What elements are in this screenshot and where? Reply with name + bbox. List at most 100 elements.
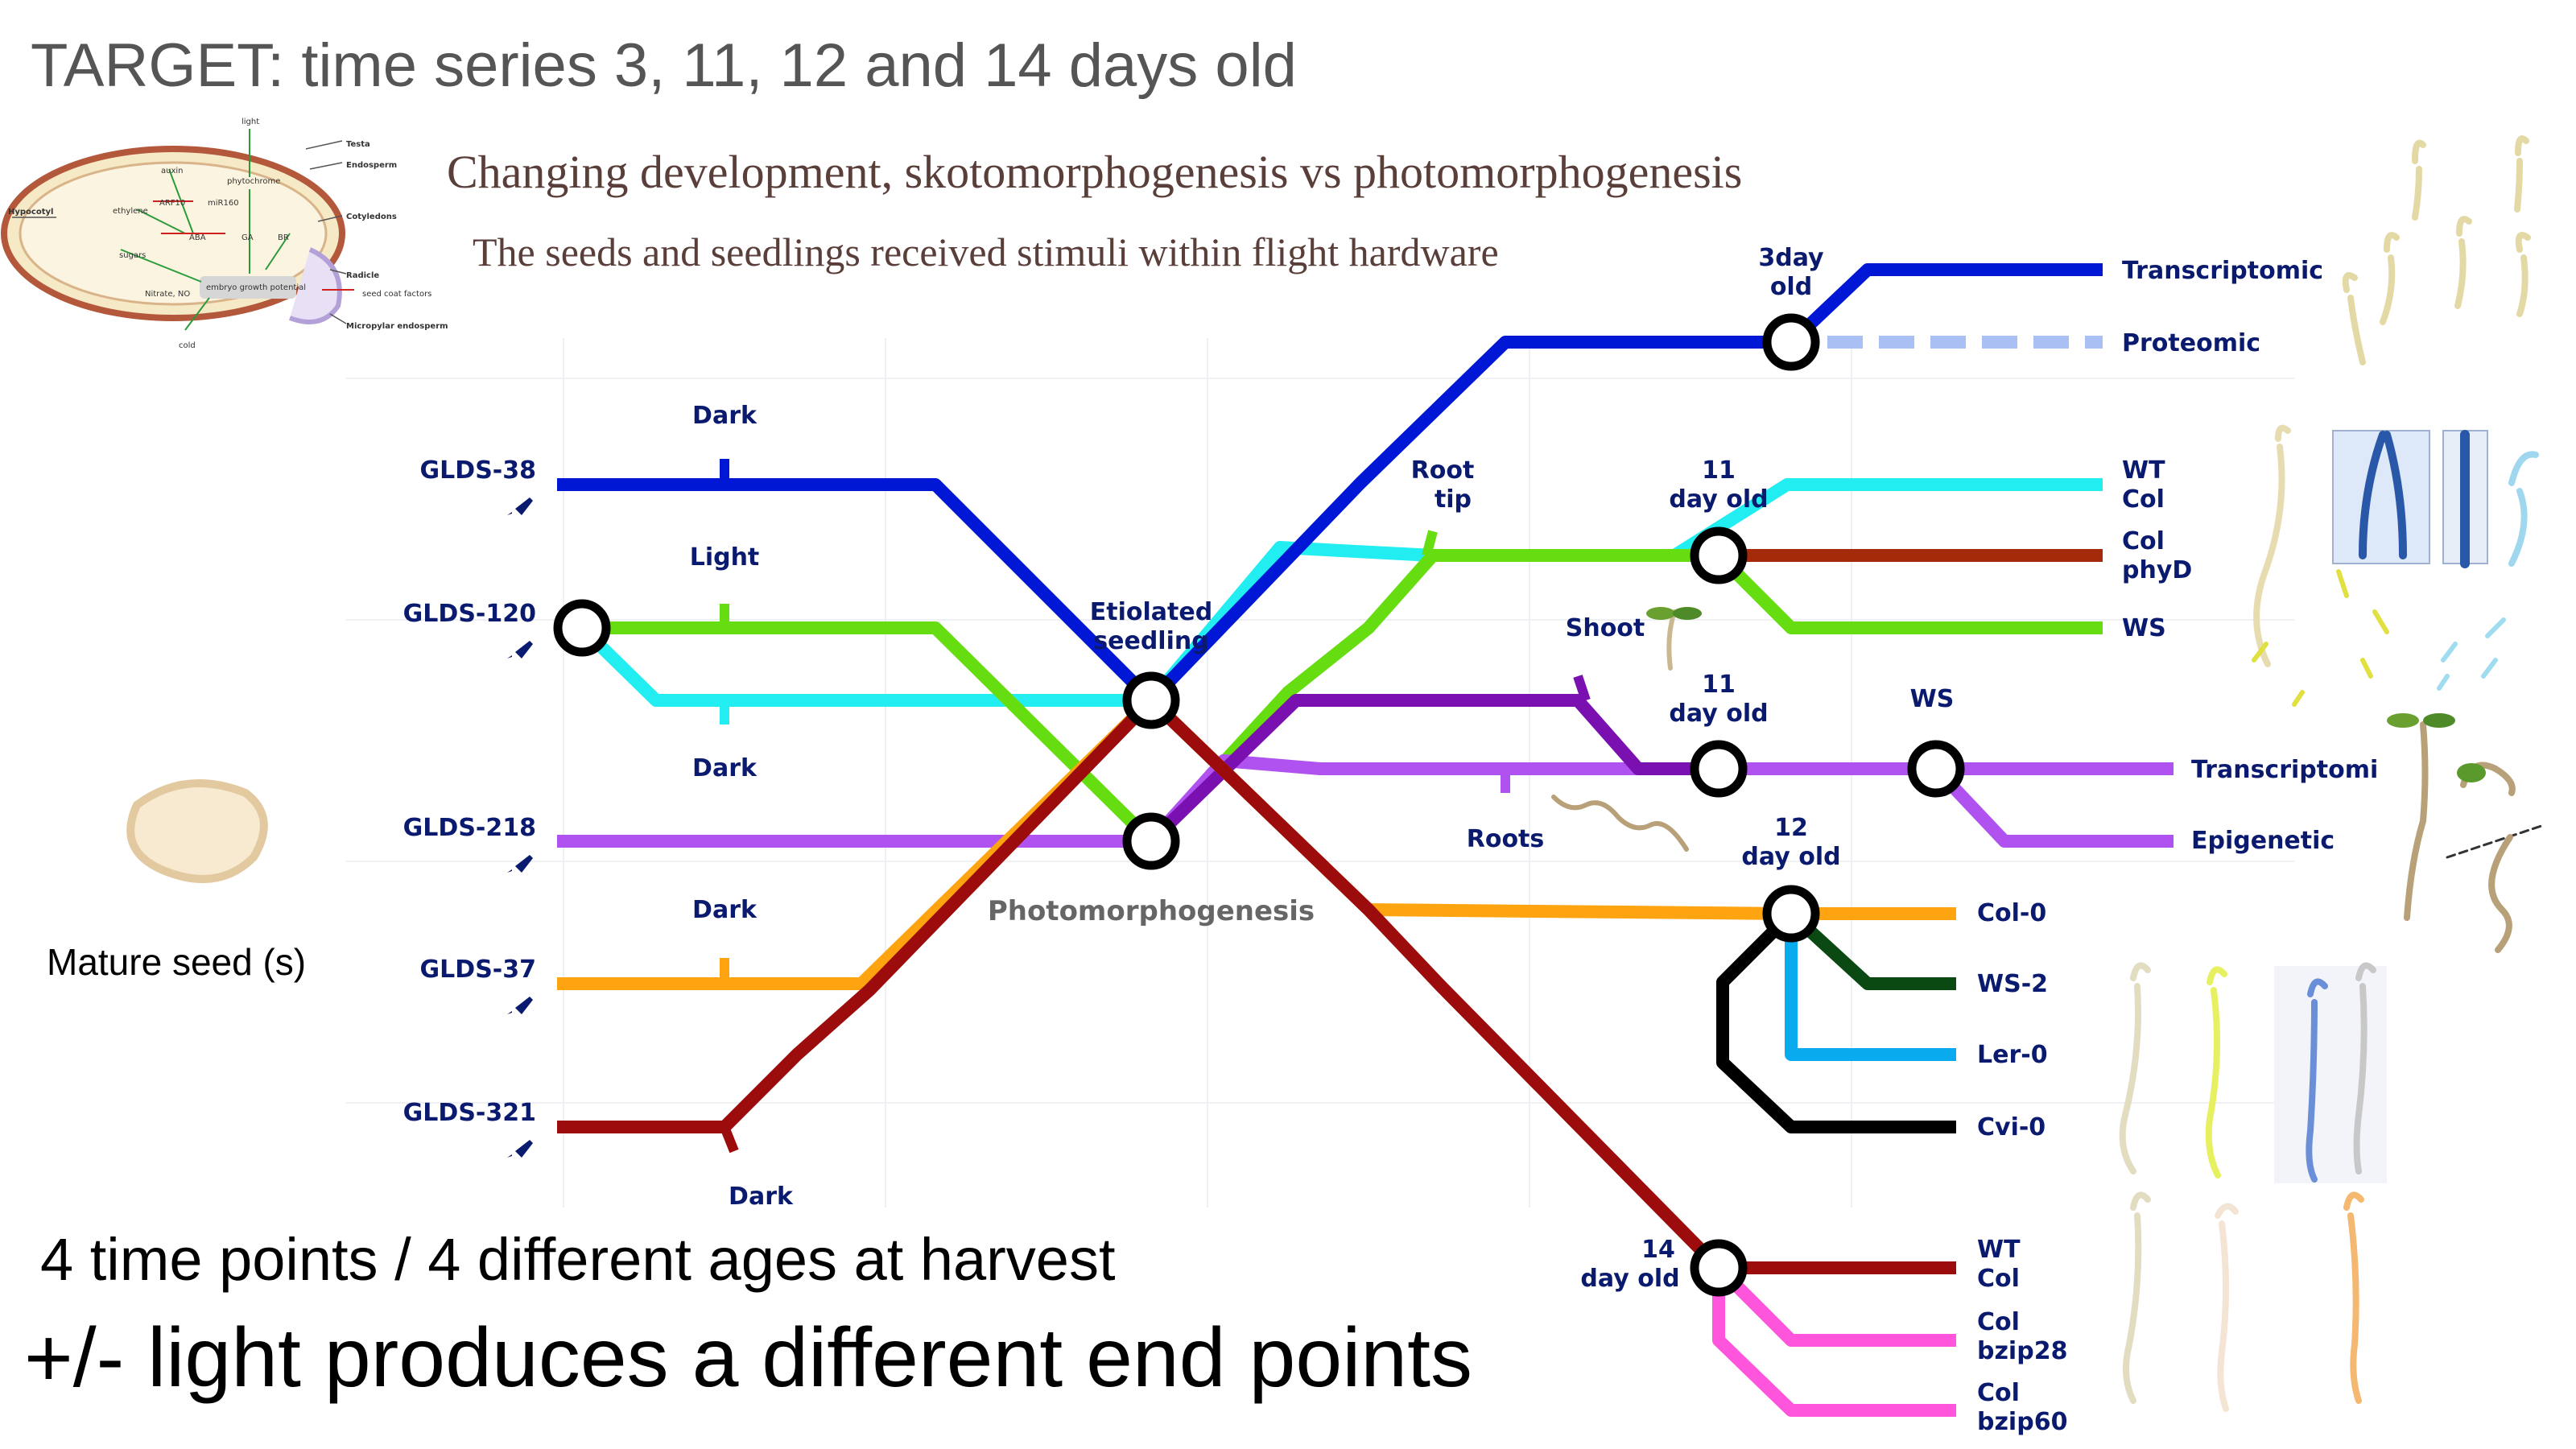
tissue-label-roots: Roots — [1467, 825, 1545, 853]
root-sketch — [1551, 795, 1689, 852]
caption: The seeds and seedlings received stimuli… — [473, 229, 1499, 275]
inset-label: Hypocotyl — [8, 208, 53, 217]
seedling-image — [2508, 451, 2539, 567]
tissue-label-ws: WS — [1910, 685, 1955, 713]
age-label: day old — [1741, 843, 1840, 871]
endpoint-label: Ler-0 — [1977, 1041, 2048, 1069]
inset-label: Radicle — [346, 271, 379, 280]
line-ws2 — [1786, 909, 1956, 990]
inset-label: seed coat factors — [362, 290, 431, 299]
hub-label-photomorphogenesis: Photomorphogenesis — [988, 895, 1315, 927]
station-glds120 — [553, 599, 611, 657]
seed-caption: Mature seed (s) — [47, 941, 307, 983]
inset-label: cold — [179, 341, 196, 350]
inset-label: ABA — [189, 233, 206, 242]
rocket-icon-group — [507, 497, 533, 1158]
dataset-label: GLDS-38 — [420, 456, 536, 485]
radicle-shape — [288, 247, 342, 324]
seedling-image — [2252, 569, 2389, 707]
endpoint-label: Transcriptomic — [2122, 257, 2323, 285]
endpoint-label: WT — [2122, 456, 2165, 485]
condition-dark: Dark — [692, 402, 758, 430]
seedling-images — [2119, 135, 2545, 1412]
seedling-image — [2253, 424, 2291, 667]
rocket-icon — [507, 855, 533, 873]
tick-root-tip — [1422, 530, 1438, 557]
condition-light: Light — [690, 543, 760, 572]
endpoint-label: Col — [2122, 527, 2165, 555]
inset-label: auxin — [161, 167, 184, 175]
age-label: 12 — [1774, 814, 1808, 842]
endpoint-label: WT — [1977, 1236, 2021, 1264]
rocket-icon — [507, 1140, 533, 1158]
endpoint-label: Col-0 — [1977, 899, 2046, 927]
dataset-label: GLDS-120 — [403, 600, 536, 628]
rocket-icon — [507, 641, 533, 658]
inset-label: ethylene — [113, 207, 148, 216]
endpoint-label: Col — [1977, 1308, 2020, 1336]
inset-label: ARF10 — [159, 199, 185, 208]
seed-germination-inset-diagram: light Testa Endosperm Cotyledons Hypocot… — [1, 118, 448, 350]
shoot-leaf — [1646, 607, 1675, 620]
endpoint-label: WS-2 — [1977, 970, 2048, 998]
seedling-image — [2514, 135, 2529, 213]
station-11-day-old-b — [1690, 740, 1748, 798]
age-label: 3day — [1758, 244, 1824, 272]
endpoint-label: bzip60 — [1977, 1408, 2067, 1436]
inset-label: GA — [242, 233, 254, 242]
seedling-image — [2215, 1203, 2239, 1412]
inset-label: sugars — [119, 251, 146, 260]
tissue-label-root: Root — [1411, 456, 1475, 485]
inset-label: miR160 — [208, 199, 239, 208]
footer-line-2: +/- light produces a different end point… — [24, 1311, 1473, 1405]
line-col-bzip60 — [1712, 1268, 1956, 1417]
seedling-image — [2404, 721, 2429, 921]
age-label: day old — [1669, 700, 1768, 728]
endpoint-label: Col — [1977, 1379, 2020, 1407]
inset-label: BR — [278, 233, 289, 242]
endpoint-label: Col — [1977, 1265, 2020, 1293]
station-ws — [1907, 740, 1965, 798]
seedling-image — [2412, 139, 2426, 221]
seedling-panel — [2274, 966, 2387, 1183]
root-tip-micrograph — [2332, 430, 2430, 564]
seedling-image — [2119, 962, 2151, 1174]
inset-label: embryo growth potential — [206, 283, 306, 292]
age-label: 11 — [1702, 456, 1736, 485]
hub-label-etiolated: Etiolated — [1090, 598, 1212, 626]
tick-dark-glds321 — [720, 1125, 739, 1154]
tissue-sketches — [1551, 607, 1702, 852]
rocket-icon — [507, 497, 533, 515]
line-cvi0 — [1716, 909, 1956, 1133]
inset-label: Micropylar endosperm — [346, 322, 448, 331]
root-tip-micrograph — [2359, 431, 2407, 559]
inset-label: Cotyledons — [346, 213, 397, 221]
seedling-image — [2437, 617, 2506, 691]
line-ler0 — [1785, 914, 1956, 1061]
seedling-image — [2123, 1191, 2151, 1404]
seedling-leaf — [2423, 713, 2455, 728]
condition-dark: Dark — [729, 1183, 794, 1211]
age-label: old — [1770, 273, 1812, 301]
seedling-image — [2488, 834, 2513, 953]
seedling-leaf — [2387, 713, 2419, 728]
inset-label: Endosperm — [346, 161, 397, 170]
line-glds120-light — [582, 549, 2103, 848]
seedling-leaf — [2457, 763, 2486, 782]
seedling-image — [2454, 216, 2472, 309]
rocket-icon — [507, 997, 533, 1014]
seedling-image — [2343, 1191, 2364, 1404]
inset-label: Nitrate, NO — [145, 290, 190, 299]
line-col-bzip28 — [1714, 1263, 1956, 1347]
footer-line-1: 4 time points / 4 different ages at harv… — [40, 1226, 1116, 1293]
shoot-sketch — [1666, 609, 1677, 671]
inset-label: phytochrome — [227, 177, 280, 186]
endpoint-label: WS — [2122, 614, 2166, 642]
endpoint-label: Cvi-0 — [1977, 1113, 2046, 1141]
seedling-image — [2342, 272, 2366, 365]
dataset-label: GLDS-37 — [420, 956, 536, 984]
endpoint-label: bzip28 — [1977, 1337, 2067, 1365]
subtitle: Changing development, skotomorphogenesis… — [447, 146, 1743, 198]
line-transcriptomic-3day — [1786, 263, 2103, 347]
